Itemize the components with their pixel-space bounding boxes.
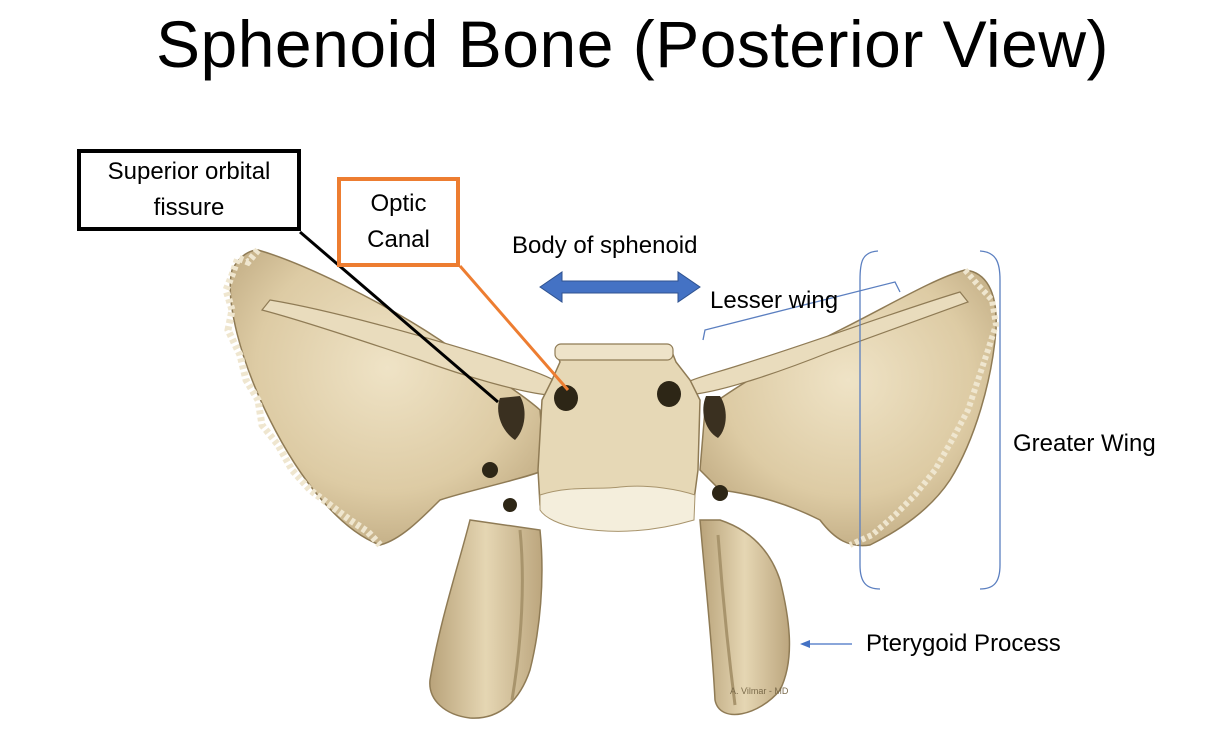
page-title: Sphenoid Bone (Posterior View) — [156, 7, 1109, 81]
left-greater-wing — [229, 249, 546, 546]
superior-orbital-fissure-label-box: Superior orbital fissure — [77, 149, 301, 231]
superior-orbital-fissure-line-1: Superior orbital — [107, 158, 271, 185]
right-pterygoid-process — [699, 519, 791, 716]
right-superior-orbital-fissure — [703, 396, 726, 438]
optic-canal-leader — [458, 265, 570, 391]
superior-orbital-fissure-leader — [299, 230, 499, 404]
lesser-wing-bracket — [702, 281, 901, 341]
optic-canal-line-1: Optic — [370, 190, 427, 217]
dorsum-sellae — [554, 343, 674, 361]
left-foramen-ovale — [503, 498, 517, 512]
left-foramen-rotundum — [482, 462, 498, 478]
left-pterygoid-process — [429, 519, 543, 719]
greater-wing-bracket — [859, 250, 1001, 590]
left-optic-canal — [554, 385, 578, 411]
illustration-signature: A. Vilmar - MD — [730, 686, 789, 696]
optic-canal-label-box: Optic Canal — [337, 177, 460, 267]
right-wing-jagged-edge — [848, 268, 1000, 548]
pterygoid-arrowhead — [800, 640, 810, 648]
optic-canal-line-2: Canal — [367, 226, 430, 253]
pterygoid-process-label: Pterygoid Process — [866, 630, 1061, 657]
superior-orbital-fissure-line-2: fissure — [153, 194, 225, 221]
left-superior-orbital-fissure — [498, 396, 525, 440]
body-lower-crest — [539, 485, 696, 532]
body-double-arrow — [539, 271, 701, 303]
body-of-sphenoid-label: Body of sphenoid — [512, 232, 698, 259]
lesser-wing-label: Lesser wing — [710, 287, 839, 314]
greater-wing-label: Greater Wing — [1013, 430, 1156, 457]
right-pterygoid-inner — [716, 534, 737, 706]
right-foramen-rotundum — [712, 485, 728, 501]
right-optic-canal — [657, 381, 681, 407]
left-pterygoid-inner — [510, 529, 524, 701]
